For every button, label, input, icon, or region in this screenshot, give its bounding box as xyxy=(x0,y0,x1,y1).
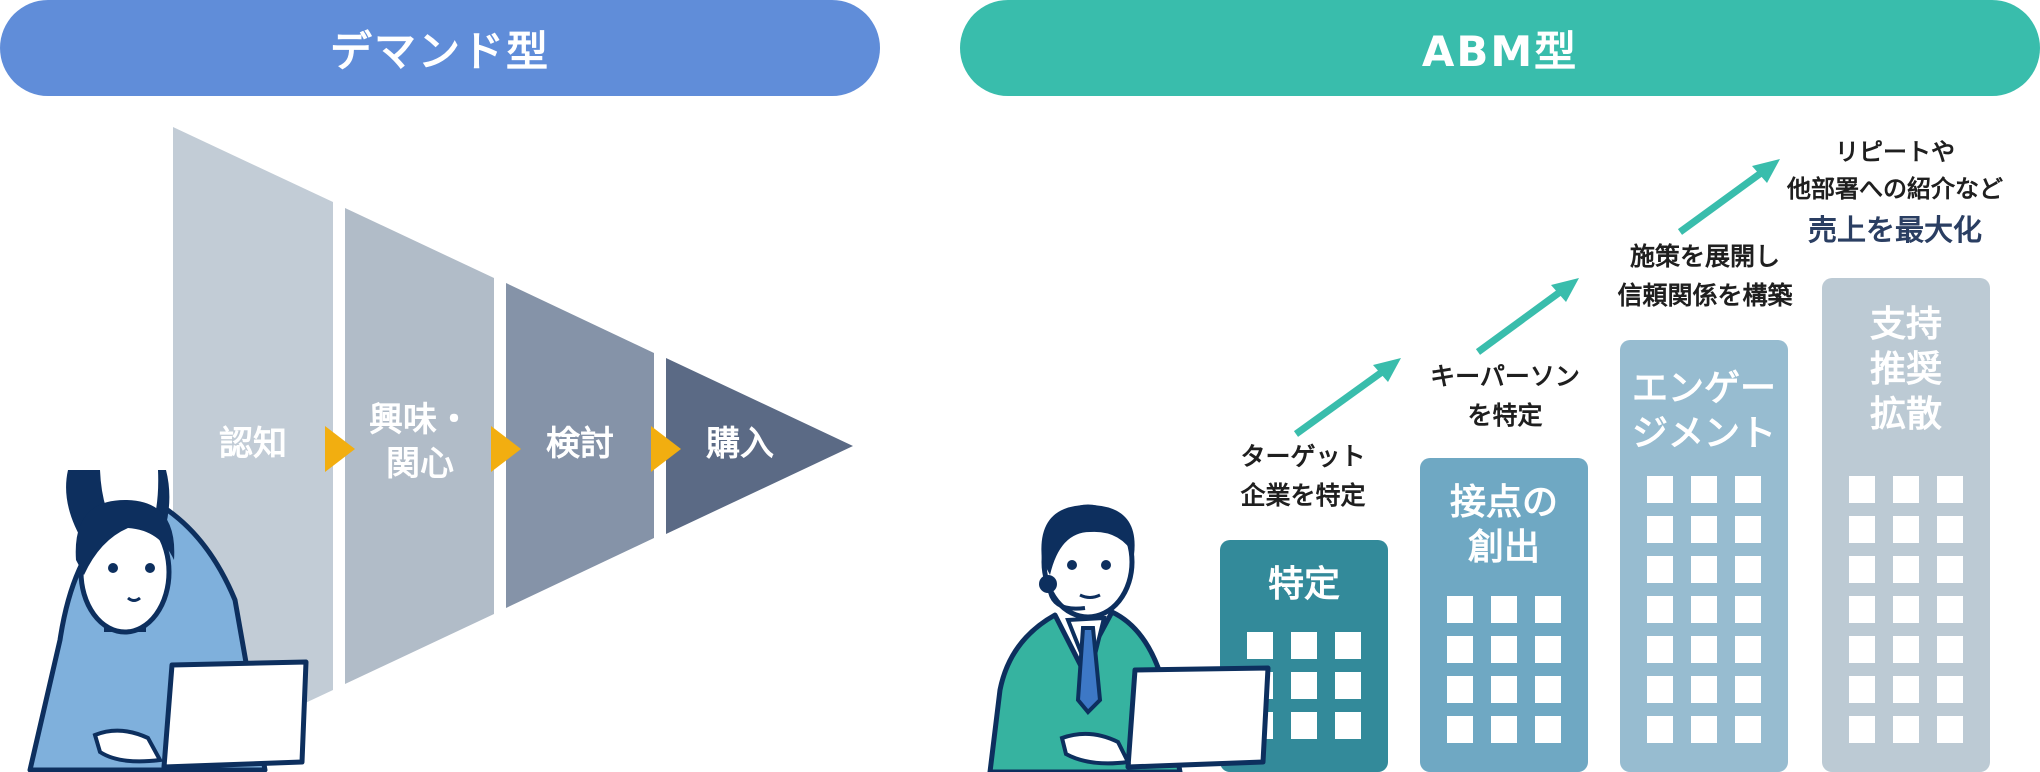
chevron-arrow-icon xyxy=(491,426,521,472)
building-window xyxy=(1691,636,1717,663)
building-window xyxy=(1691,476,1717,503)
building-window xyxy=(1535,596,1561,623)
building-window xyxy=(1647,676,1673,703)
building-window xyxy=(1849,596,1875,623)
building-window xyxy=(1893,636,1919,663)
building-window xyxy=(1849,476,1875,503)
funnel-segment-purchase xyxy=(666,358,853,534)
funnel-segment-consideration xyxy=(506,283,654,608)
stage-interest-label: 興味・ 関心 xyxy=(369,400,471,485)
building-window xyxy=(1849,716,1875,743)
building-window xyxy=(1491,716,1517,743)
building-window xyxy=(1647,556,1673,583)
building-window xyxy=(1447,636,1473,663)
building-window xyxy=(1691,716,1717,743)
building-window xyxy=(1849,676,1875,703)
building-window xyxy=(1447,716,1473,743)
stage-awareness-label: 認知 xyxy=(219,424,287,464)
building-window xyxy=(1893,476,1919,503)
building-window xyxy=(1647,516,1673,543)
building-window xyxy=(1647,596,1673,623)
building-engagement-label: エンゲー ジメント xyxy=(1631,368,1776,454)
building-window xyxy=(1291,672,1317,699)
building-window xyxy=(1691,596,1717,623)
arrow-up-right-icon xyxy=(1752,159,1780,183)
building-window xyxy=(1691,676,1717,703)
building-window xyxy=(1849,516,1875,543)
arrow-up-right-icon xyxy=(1551,278,1579,302)
building-window xyxy=(1647,716,1673,743)
building-window xyxy=(1535,636,1561,663)
building-window xyxy=(1491,596,1517,623)
building-window xyxy=(1735,596,1761,623)
building-window xyxy=(1291,712,1317,739)
businesswoman-illustration xyxy=(27,470,309,772)
building-window xyxy=(1735,676,1761,703)
building-window xyxy=(1291,632,1317,659)
building-window xyxy=(1735,556,1761,583)
building-window xyxy=(1937,556,1963,583)
building-window xyxy=(1491,676,1517,703)
building-window xyxy=(1937,676,1963,703)
building-window xyxy=(1335,712,1361,739)
building-window xyxy=(1893,516,1919,543)
building-window xyxy=(1735,716,1761,743)
stage-purchase-label: 購入 xyxy=(706,424,774,464)
businessman-headset-illustration xyxy=(987,504,1271,772)
building-contact-label: 接点の 創出 xyxy=(1449,482,1558,568)
building-window xyxy=(1491,636,1517,663)
step-caption-identify: ターゲット 企業を特定 xyxy=(1240,442,1366,510)
growth-arrows xyxy=(1293,159,1780,437)
building-window xyxy=(1447,596,1473,623)
chevron-arrow-icon xyxy=(325,426,355,472)
building-window xyxy=(1849,556,1875,583)
building-window xyxy=(1691,516,1717,543)
demand-header: デマンド型 xyxy=(0,0,880,96)
building-window xyxy=(1937,476,1963,503)
step-caption-engagement: 施策を展開し 信頼関係を構築 xyxy=(1617,242,1793,310)
abm-header: ABM型 xyxy=(960,0,2040,96)
building-window xyxy=(1937,596,1963,623)
building-window xyxy=(1535,676,1561,703)
building-window xyxy=(1447,676,1473,703)
building-identify-label: 特定 xyxy=(1267,564,1340,605)
building-window xyxy=(1535,716,1561,743)
building-window xyxy=(1937,716,1963,743)
arrow-up-right-icon xyxy=(1373,358,1401,382)
building-window xyxy=(1647,636,1673,663)
building-window xyxy=(1893,596,1919,623)
building-window xyxy=(1893,556,1919,583)
building-window xyxy=(1735,516,1761,543)
building-window xyxy=(1735,636,1761,663)
building-window xyxy=(1735,476,1761,503)
building-window xyxy=(1335,672,1361,699)
building-window xyxy=(1893,676,1919,703)
step-caption-keyperson: キーパーソン を特定 xyxy=(1430,362,1580,430)
building-window xyxy=(1849,636,1875,663)
funnel-segment-interest xyxy=(345,208,494,684)
building-window xyxy=(1335,632,1361,659)
step-caption-advocacy: リピートや 他部署への紹介など xyxy=(1787,138,2003,204)
building-window xyxy=(1247,632,1273,659)
building-window xyxy=(1691,556,1717,583)
building-window xyxy=(1647,476,1673,503)
building-window xyxy=(1937,636,1963,663)
chevron-arrow-icon xyxy=(651,426,681,472)
building-window xyxy=(1937,516,1963,543)
building-window xyxy=(1893,716,1919,743)
building-advocacy-label: 支持 推奨 拡散 xyxy=(1869,304,1942,435)
stage-consideration-label: 検討 xyxy=(546,424,614,464)
maximize-sales-text: 売上を最大化 xyxy=(1807,213,1982,247)
